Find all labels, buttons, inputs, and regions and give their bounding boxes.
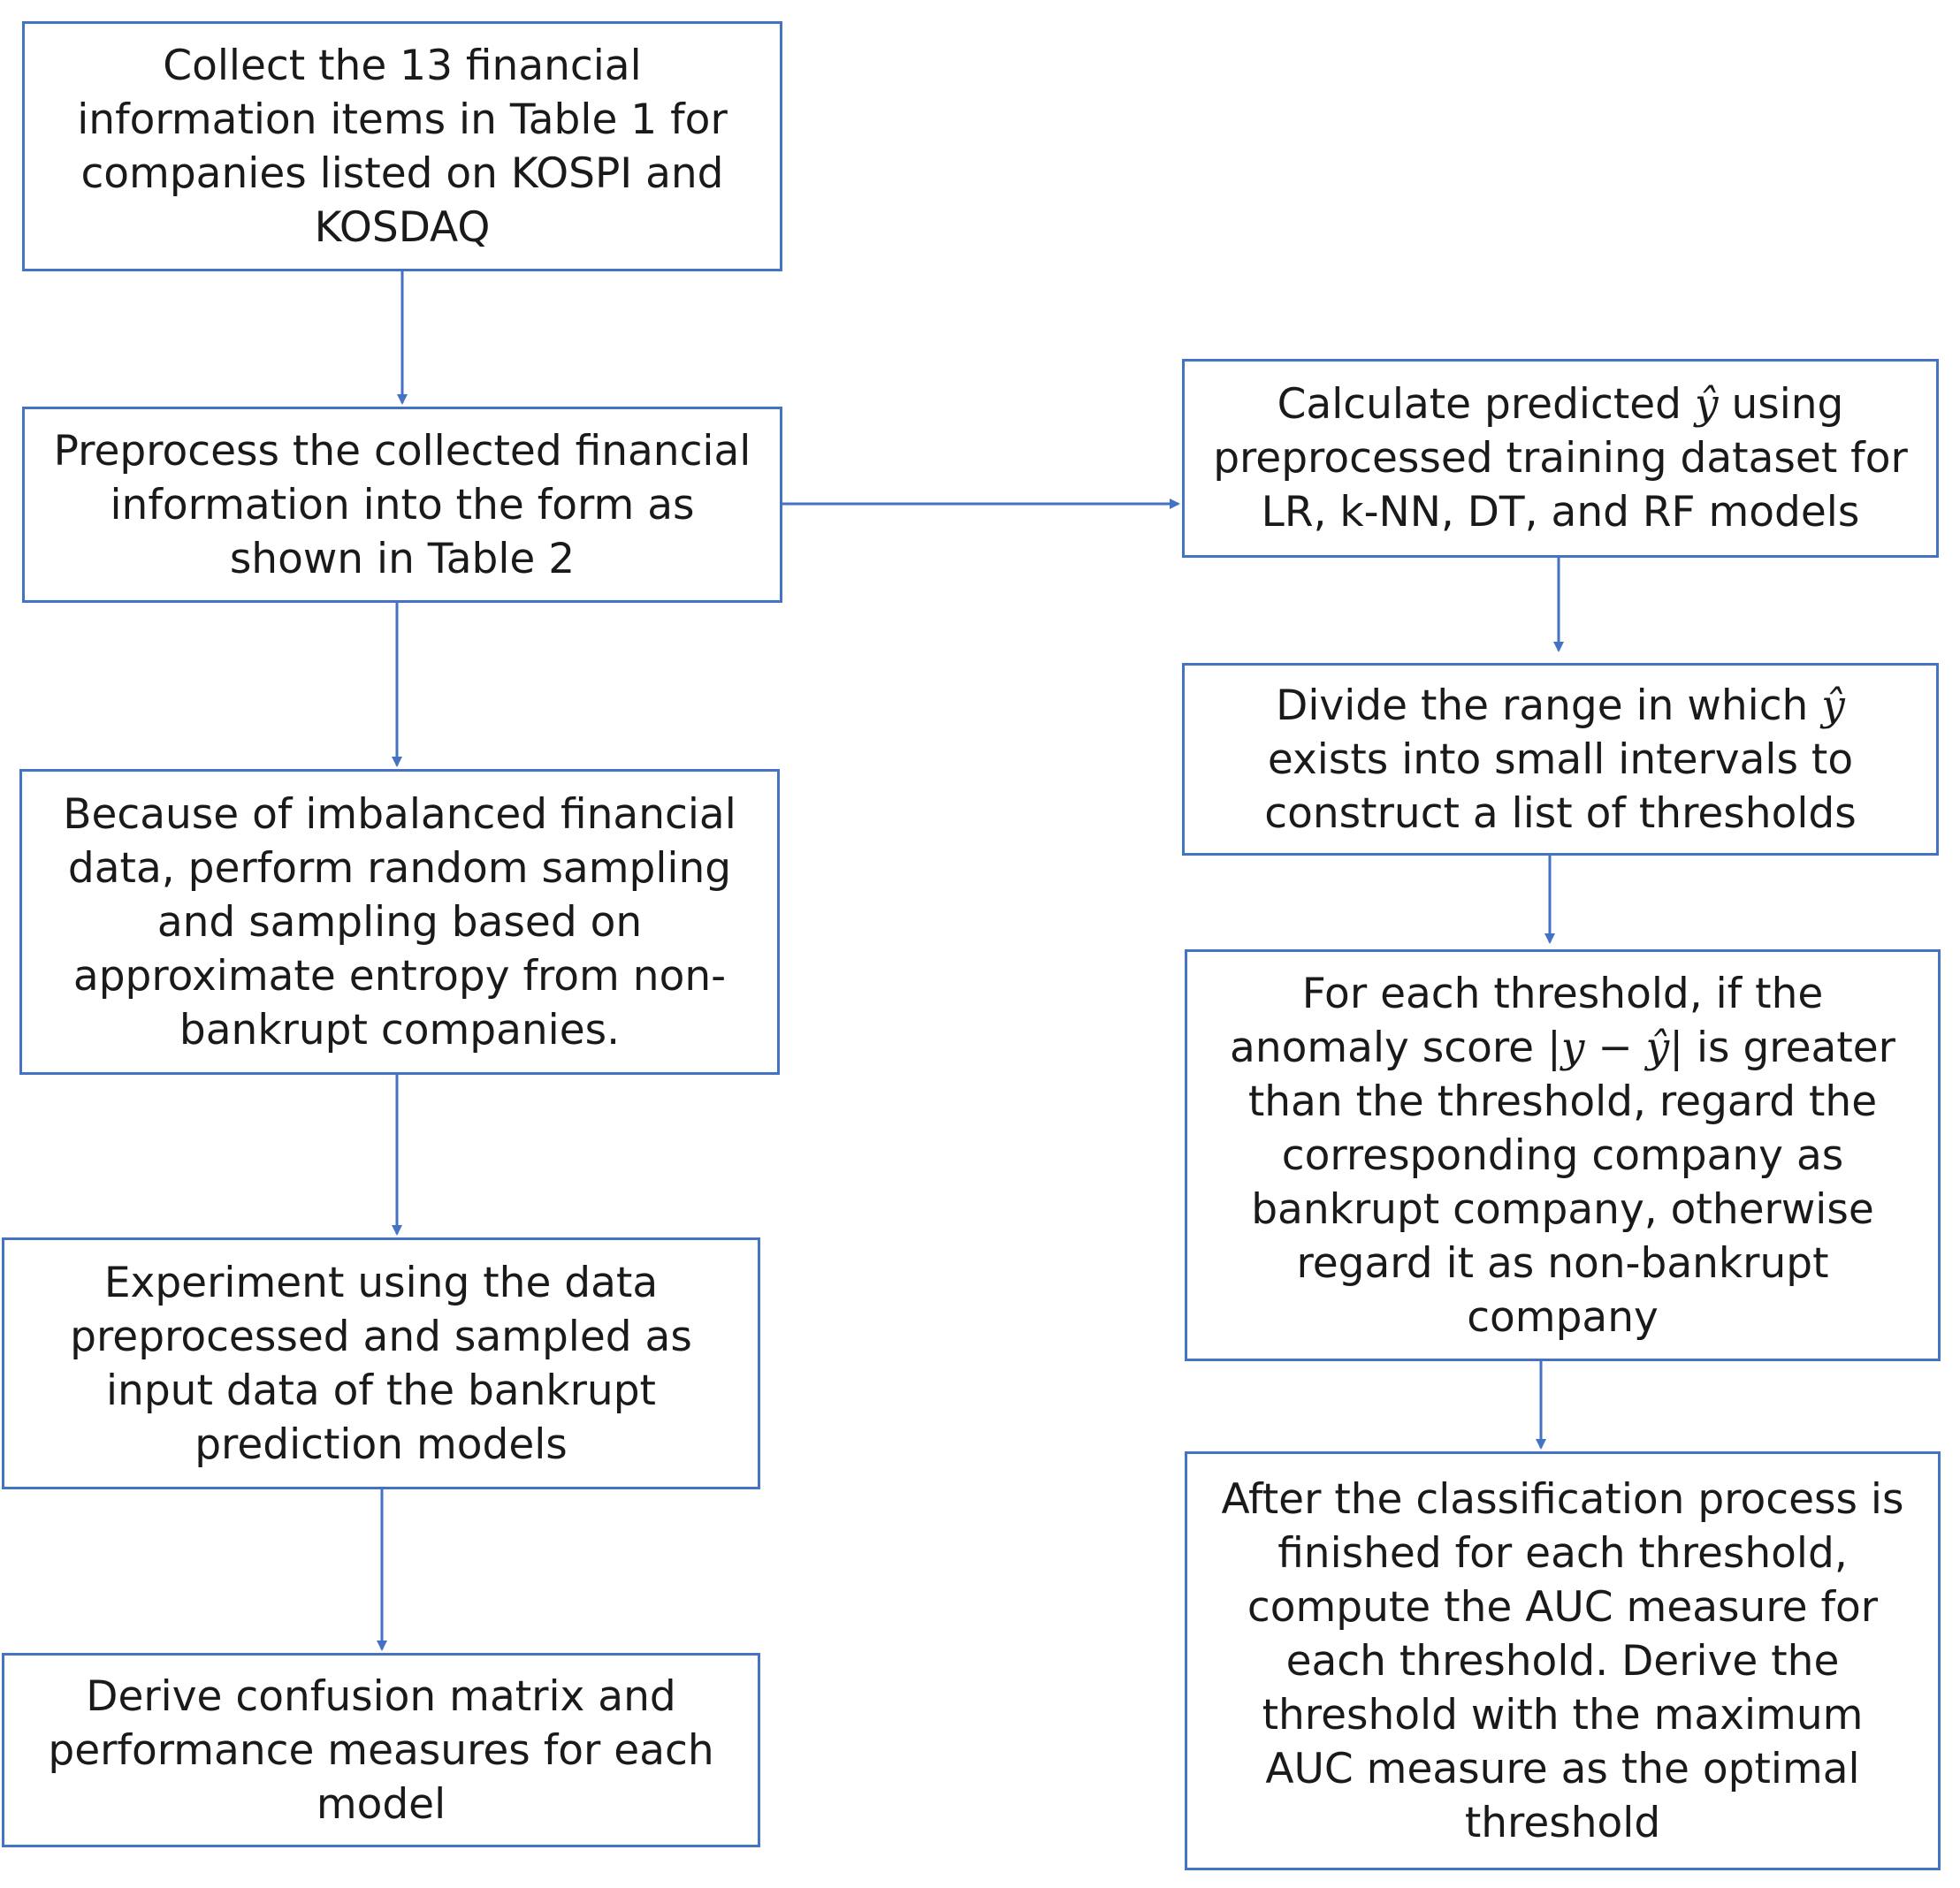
step-divide-box: Divide the range in which ŷ exists into …	[1182, 663, 1939, 856]
text-line: anomaly score |y − ŷ| is greater	[1230, 1021, 1895, 1075]
text-line: KOSDAQ	[314, 202, 491, 252]
text-line: Because of imbalanced financial	[63, 789, 736, 839]
text-line: data, perform random sampling	[67, 843, 732, 893]
text-line: performance measures for each	[48, 1725, 714, 1775]
y-hat-symbol: ŷ	[1694, 380, 1719, 429]
text-fragment: Calculate predicted	[1277, 380, 1695, 429]
text-line: Divide the range in which ŷ	[1264, 679, 1856, 733]
text-line: companies listed on KOSPI and	[80, 148, 724, 198]
text-line: prediction models	[194, 1420, 568, 1469]
text-line: threshold	[1464, 1798, 1661, 1847]
step-classify-text: For each threshold, if the anomaly score…	[1230, 967, 1895, 1344]
text-line: regard it as non-bankrupt	[1296, 1238, 1829, 1288]
step-optimal-text: After the classification process is fini…	[1222, 1473, 1904, 1850]
text-line: threshold with the maximum	[1262, 1690, 1864, 1740]
step-sampling-text: Because of imbalanced financial data, pe…	[63, 788, 736, 1057]
step-experiment-text: Experiment using the data preprocessed a…	[70, 1256, 692, 1472]
text-line: preprocessed training dataset for	[1213, 434, 1908, 483]
anomaly-score-expression: |y − ŷ|	[1547, 1023, 1684, 1072]
text-line: exists into small intervals to	[1267, 735, 1854, 784]
step-preprocess-box: Preprocess the collected financial infor…	[22, 407, 782, 603]
text-line: After the classification process is	[1221, 1474, 1904, 1524]
step-calculate-box: Calculate predicted ŷ using preprocessed…	[1182, 359, 1939, 558]
text-line: Derive confusion matrix and	[86, 1671, 676, 1721]
text-line: information items in Table 1 for	[77, 95, 728, 144]
text-fragment: using	[1718, 380, 1844, 429]
text-line: Experiment using the data	[103, 1258, 659, 1307]
step-classify-box: For each threshold, if the anomaly score…	[1185, 949, 1941, 1361]
text-line: bankrupt companies.	[179, 1005, 621, 1054]
step-divide-text: Divide the range in which ŷ exists into …	[1264, 679, 1856, 841]
text-line: construct a list of thresholds	[1264, 788, 1857, 838]
text-line: than the threshold, regard the	[1247, 1077, 1878, 1126]
text-line: Calculate predicted ŷ using	[1213, 377, 1908, 431]
text-line: input data of the bankrupt	[106, 1366, 656, 1415]
y-hat-symbol: ŷ	[1821, 681, 1845, 730]
text-fragment: anomaly score	[1230, 1023, 1547, 1072]
text-line: corresponding company as	[1281, 1131, 1844, 1180]
text-fragment: Divide the range in which	[1276, 681, 1822, 730]
text-line: For each threshold, if the	[1301, 969, 1824, 1018]
text-line: model	[316, 1779, 446, 1829]
text-line: each threshold. Derive the	[1285, 1636, 1840, 1686]
step-preprocess-text: Preprocess the collected financial infor…	[54, 424, 751, 586]
text-line: bankrupt company, otherwise	[1251, 1184, 1874, 1234]
text-line: company	[1467, 1292, 1659, 1342]
text-line: information into the form as	[110, 480, 695, 529]
text-fragment: is greater	[1683, 1023, 1895, 1072]
step-derive-text: Derive confusion matrix and performance …	[48, 1670, 713, 1831]
step-derive-box: Derive confusion matrix and performance …	[2, 1653, 760, 1847]
text-line: AUC measure as the optimal	[1265, 1744, 1860, 1793]
text-line: Collect the 13 financial	[163, 41, 642, 90]
step-collect-text: Collect the 13 financial information ite…	[77, 39, 728, 255]
text-line: and sampling based on	[156, 897, 643, 947]
step-sampling-box: Because of imbalanced financial data, pe…	[19, 769, 780, 1075]
step-optimal-box: After the classification process is fini…	[1185, 1451, 1941, 1870]
text-line: approximate entropy from non-	[72, 951, 727, 1001]
text-line: LR, k-NN, DT, and RF models	[1261, 488, 1860, 537]
text-line: preprocessed and sampled as	[70, 1312, 692, 1361]
step-collect-box: Collect the 13 financial information ite…	[22, 21, 782, 271]
text-line: Preprocess the collected financial	[53, 426, 751, 476]
text-line: shown in Table 2	[229, 534, 576, 583]
text-line: compute the AUC measure for	[1247, 1582, 1879, 1632]
text-line: finished for each threshold,	[1277, 1528, 1848, 1578]
step-calculate-text: Calculate predicted ŷ using preprocessed…	[1213, 377, 1908, 539]
step-experiment-box: Experiment using the data preprocessed a…	[2, 1237, 760, 1489]
